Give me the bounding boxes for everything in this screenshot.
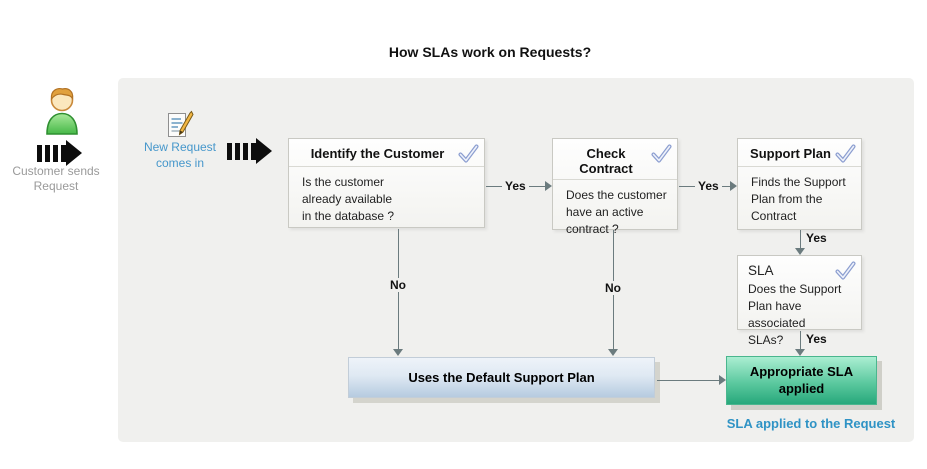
edge-label: No [598, 281, 628, 295]
edge-label: Yes [806, 231, 827, 245]
edge-label: No [383, 278, 413, 292]
step-description: Does the customer have an active contrac… [566, 188, 667, 237]
hatched-arrow-icon [37, 139, 82, 167]
step-sla: SLA Does the Support Plan have associate… [737, 255, 862, 347]
arrowhead-down-icon [795, 248, 805, 255]
arrowhead-down-icon [393, 349, 403, 356]
arrowhead-down-icon [608, 349, 618, 356]
step-title: Support Plan [750, 146, 831, 161]
step-header: Identify the Customer [289, 139, 484, 167]
step-header: Check Contract [553, 139, 677, 180]
edge-label: Yes [698, 179, 719, 193]
step-support-plan: Support Plan Finds the Support Plan from… [737, 138, 862, 230]
step-description: Does the Support Plan have associated SL… [748, 282, 842, 348]
step-description: Is the customer already available in the… [302, 175, 395, 224]
document-pencil-icon [166, 110, 194, 145]
step-title: Check Contract [579, 146, 633, 176]
arrowhead-down-icon [795, 349, 805, 356]
arrowhead-right-icon [719, 375, 726, 385]
person-icon [42, 85, 82, 142]
sla-applied-note: SLA applied to the Request [726, 416, 896, 431]
edge-yes-sla-to-applied-line [800, 331, 801, 349]
edge-label: Yes [806, 332, 827, 346]
arrowhead-right-icon [545, 181, 552, 191]
hatched-arrow-icon [227, 137, 272, 165]
check-mark-icon [835, 144, 856, 163]
check-mark-icon [458, 144, 479, 163]
edge-yes-support-to-sla-line [800, 230, 801, 248]
step-header: Support Plan [738, 139, 861, 167]
appropriate-sla-applied-box: Appropriate SLA applied [726, 356, 877, 405]
new-request-label: New Request comes in [143, 140, 217, 170]
edge-label: Yes [505, 179, 526, 193]
step-description: Finds the Support Plan from the Contract [751, 175, 846, 224]
edge-default-to-applied-line [657, 380, 719, 381]
check-mark-icon [835, 261, 856, 280]
customer-sends-request-label: Customer sends Request [12, 164, 100, 193]
step-header: SLA [738, 256, 861, 280]
edge-yes-contract-to-support: Yes [679, 176, 737, 196]
step-check-contract: Check Contract Does the customer have an… [552, 138, 678, 236]
check-mark-icon [651, 144, 672, 163]
page-title: How SLAs work on Requests? [388, 44, 592, 60]
step-title: Identify the Customer [310, 146, 445, 161]
step-identify-customer: Identify the Customer Is the customer al… [288, 138, 485, 228]
default-support-plan-box: Uses the Default Support Plan [348, 357, 655, 398]
edge-yes-identify-to-contract: Yes [486, 176, 552, 196]
step-title: SLA [748, 263, 774, 278]
arrowhead-right-icon [730, 181, 737, 191]
